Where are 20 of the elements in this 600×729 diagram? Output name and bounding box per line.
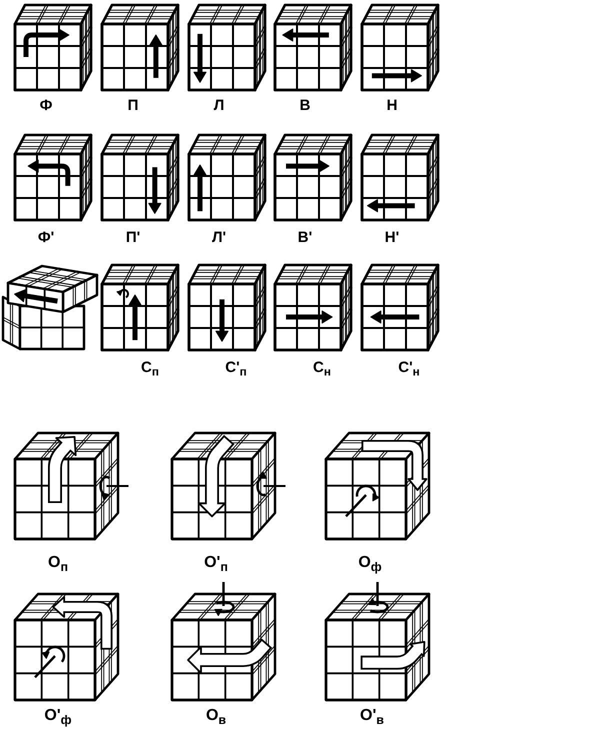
move-notation: О$_{в}$	[206, 707, 226, 725]
move-notation: С$_{п}$	[141, 360, 159, 376]
move-notation: С'$_{п}$	[225, 360, 247, 376]
move-notation: Н	[386, 98, 398, 114]
move-notation: О$_{ф}$	[358, 554, 382, 572]
move-notation: Ф'	[38, 230, 54, 246]
move-notation: В'	[298, 230, 312, 246]
move-notation: О$_{п}$	[48, 554, 68, 572]
move-notation: П'	[126, 230, 140, 246]
move-notation: О'$_{в}$	[360, 707, 384, 725]
move-notation: Л	[214, 98, 224, 114]
move-notation: С'$_{н}$	[398, 360, 420, 376]
move-notation: О'$_{п}$	[204, 554, 228, 572]
move-notation: В	[300, 98, 310, 114]
move-notation: С$_{н}$	[313, 360, 331, 376]
move-notation: П	[128, 98, 138, 114]
move-notation: Л'	[212, 230, 226, 246]
move-notation: Ф	[40, 98, 52, 114]
move-notation: Н'	[384, 230, 400, 246]
move-notation: О'$_{ф}$	[44, 707, 72, 725]
